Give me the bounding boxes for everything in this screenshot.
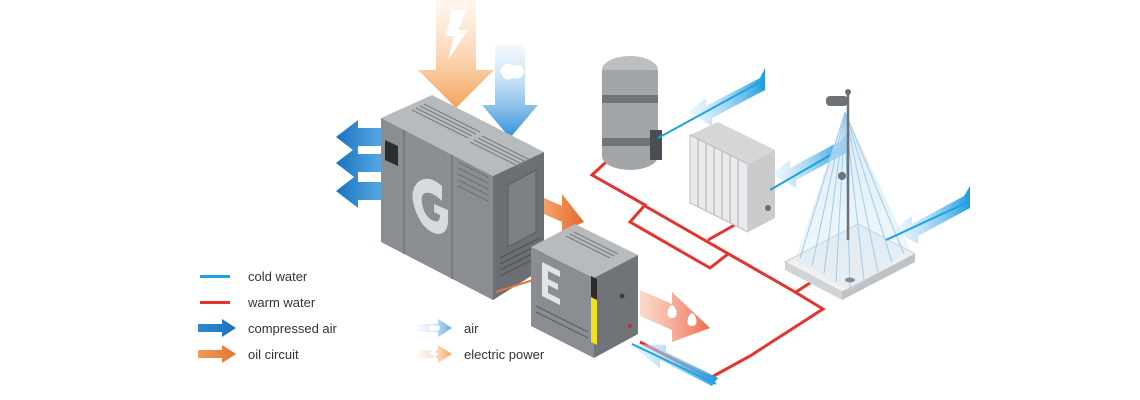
cold-water-line-icon (200, 275, 230, 278)
legend-item-compressed-air: compressed air (196, 318, 337, 338)
legend-label: compressed air (248, 320, 337, 336)
e-logo (542, 262, 560, 305)
electric-power-arrow-icon (418, 345, 452, 363)
legend-label: oil circuit (248, 346, 299, 362)
air-arrow-icon (482, 45, 538, 138)
radiator (689, 122, 775, 233)
cold-water-inlet-arrow-icon (630, 343, 718, 386)
legend-label: electric power (464, 346, 545, 362)
compressed-air-arrow-icon (336, 146, 388, 180)
energy-recovery-unit (531, 224, 638, 358)
heat-output-arrow-icon (640, 290, 710, 342)
compressed-air-arrow-icon (336, 120, 388, 154)
water-heater (602, 56, 662, 170)
compressed-air-arrows (336, 120, 388, 208)
air-arrow-icon (418, 319, 452, 337)
shower (783, 89, 917, 300)
oil-circuit-arrow-icon (198, 345, 236, 363)
warm-water-line-icon (200, 301, 230, 304)
oil-circuit-arrow-icon (544, 194, 584, 232)
legend-label: air (464, 320, 479, 336)
air-compressor (381, 95, 544, 300)
legend: cold water warm water compressed air oil… (196, 266, 576, 376)
legend-item-cold-water: cold water (196, 266, 307, 286)
legend-item-electric-power: electric power (412, 344, 544, 364)
electric-power-arrow-icon (418, 0, 494, 108)
cold-water-arrow-icon (885, 186, 970, 244)
legend-label: cold water (248, 268, 308, 284)
compressed-air-arrow-icon (198, 319, 236, 337)
oil-pipe (495, 279, 534, 293)
compressed-air-arrow-icon (336, 174, 388, 208)
cold-water-arrow-icon (657, 68, 765, 139)
legend-item-air: air (412, 318, 478, 338)
g-logo (412, 178, 448, 234)
legend-item-oil-circuit: oil circuit (196, 344, 299, 364)
legend-label: warm water (248, 294, 316, 310)
legend-item-warm-water: warm water (196, 292, 315, 312)
